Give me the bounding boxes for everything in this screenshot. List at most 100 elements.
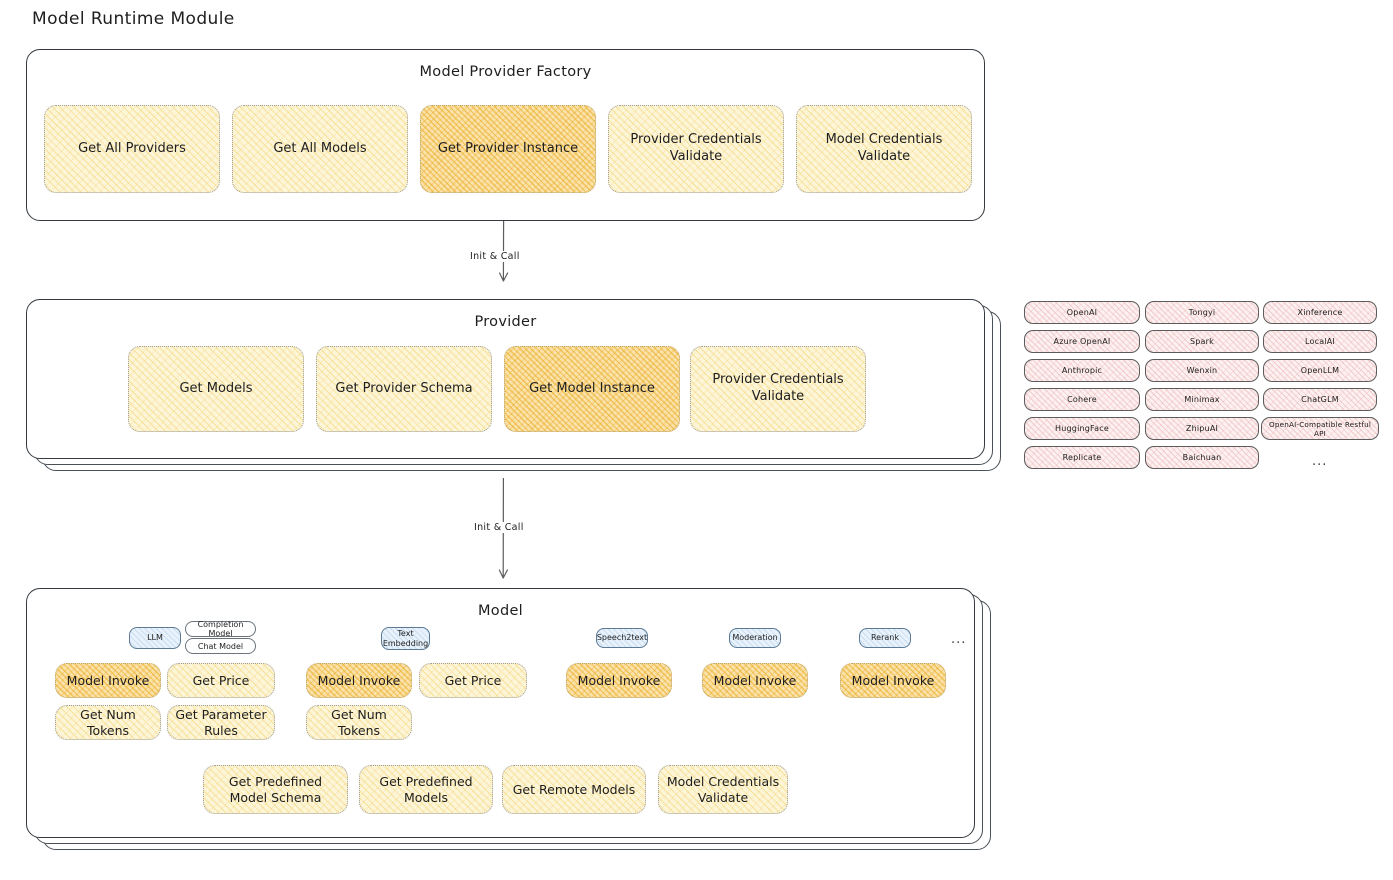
provider-chip-openai[interactable]: OpenAI (1024, 301, 1140, 324)
model-common-method-get-predefined-model-schema[interactable]: Get Predefined Model Schema (203, 765, 348, 814)
model-subtag-label: Completion Model (197, 620, 244, 638)
factory-method-label: Get Provider Instance (437, 140, 579, 156)
factory-method-label: Get All Providers (78, 140, 186, 156)
method-label: Get Price (444, 672, 502, 688)
provider-chip-wenxin[interactable]: Wenxin (1145, 359, 1259, 382)
factory-method-model-credentials-validate[interactable]: Model Credentials Validate (796, 105, 972, 193)
provider-method-get-model-instance[interactable]: Get Model Instance (504, 346, 680, 432)
model-types-more-ellipsis: ... (951, 632, 967, 647)
method-label: Model Invoke (713, 672, 797, 688)
provider-chip-zhipuai[interactable]: ZhipuAI (1145, 417, 1259, 440)
provider-method-get-models[interactable]: Get Models (128, 346, 304, 432)
model-type-tag-label: LLM (147, 633, 163, 643)
provider-chip-label: Spark (1190, 337, 1214, 346)
model-type-tag-label: Moderation (732, 633, 778, 643)
llm-method-get-num-tokens[interactable]: Get Num Tokens (55, 705, 161, 740)
model-type-tag-llm[interactable]: LLM (129, 627, 181, 649)
factory-method-provider-credentials-validate[interactable]: Provider Credentials Validate (608, 105, 784, 193)
provider-chip-label: OpenAI-Compatible Restful API (1268, 419, 1372, 438)
provider-chip-localai[interactable]: LocalAI (1263, 330, 1377, 353)
provider-chip-label: LocalAI (1305, 337, 1335, 346)
model-panel-title: Model (477, 603, 524, 619)
provider-chip-xinference[interactable]: Xinference (1263, 301, 1377, 324)
text-embedding-method-model-invoke[interactable]: Model Invoke (306, 663, 412, 698)
text-embedding-method-get-num-tokens[interactable]: Get Num Tokens (306, 705, 412, 740)
provider-chip-label: Xinference (1297, 308, 1343, 317)
method-label: Model Invoke (317, 672, 401, 688)
model-type-tag-label: Text Embedding (382, 629, 429, 648)
provider-method-label: Provider Credentials Validate (712, 372, 844, 404)
provider-chip-openai-compatible-restful-api[interactable]: OpenAI-Compatible Restful API (1261, 417, 1379, 440)
provider-list-more-ellipsis: ... (1312, 454, 1328, 469)
provider-chip-minimax[interactable]: Minimax (1145, 388, 1259, 411)
model-type-tag-moderation[interactable]: Moderation (729, 628, 781, 648)
provider-chip-label: HuggingFace (1055, 424, 1109, 433)
llm-method-get-parameter-rules[interactable]: Get Parameter Rules (167, 705, 275, 740)
method-label: Model Invoke (66, 672, 150, 688)
method-label: Get Predefined Models (379, 773, 473, 805)
model-type-tag-text-embedding[interactable]: Text Embedding (381, 627, 430, 650)
provider-method-label: Get Provider Schema (335, 380, 473, 396)
provider-chip-anthropic[interactable]: Anthropic (1024, 359, 1140, 382)
model-common-method-get-remote-models[interactable]: Get Remote Models (502, 765, 646, 814)
moderation-method-model-invoke[interactable]: Model Invoke (702, 663, 808, 698)
provider-chip-label: Minimax (1184, 395, 1220, 404)
model-type-tag-label: Rerank (870, 633, 899, 643)
provider-chip-cohere[interactable]: Cohere (1024, 388, 1140, 411)
model-common-method-get-predefined-models[interactable]: Get Predefined Models (359, 765, 493, 814)
method-label: Get Price (192, 672, 250, 688)
provider-chip-baichuan[interactable]: Baichuan (1145, 446, 1259, 469)
method-label: Model Credentials Validate (666, 773, 780, 805)
factory-method-get-all-models[interactable]: Get All Models (232, 105, 408, 193)
factory-method-get-provider-instance[interactable]: Get Provider Instance (420, 105, 596, 193)
method-label: Model Invoke (851, 672, 935, 688)
arrow-label: Init & Call (471, 522, 527, 533)
speech2text-method-model-invoke[interactable]: Model Invoke (566, 663, 672, 698)
model-type-tag-label: Speech2text (596, 633, 648, 643)
text-embedding-method-get-price[interactable]: Get Price (419, 663, 527, 698)
rerank-method-model-invoke[interactable]: Model Invoke (840, 663, 946, 698)
method-label: Get Num Tokens (80, 706, 136, 738)
model-common-method-model-credentials-validate[interactable]: Model Credentials Validate (658, 765, 788, 814)
method-label: Get Num Tokens (331, 706, 387, 738)
model-type-tag-rerank[interactable]: Rerank (859, 628, 911, 648)
provider-chip-chatglm[interactable]: ChatGLM (1263, 388, 1377, 411)
provider-chip-label: Anthropic (1061, 366, 1103, 375)
provider-method-provider-credentials-validate[interactable]: Provider Credentials Validate (690, 346, 866, 432)
model-type-tag-speech2text[interactable]: Speech2text (596, 628, 648, 648)
method-label: Get Predefined Model Schema (228, 773, 323, 805)
provider-chip-label: ZhipuAI (1185, 424, 1219, 433)
model-subtag-completion-model[interactable]: Completion Model (185, 620, 256, 638)
provider-chip-label: Azure OpenAI (1053, 337, 1111, 346)
arrow-label: Init & Call (467, 251, 523, 262)
model-subtag-label: Chat Model (197, 641, 244, 651)
provider-chip-azure-openai[interactable]: Azure OpenAI (1024, 330, 1140, 353)
page-title: Model Runtime Module (32, 9, 235, 29)
method-label: Get Remote Models (512, 781, 636, 797)
provider-method-label: Get Models (179, 380, 253, 396)
llm-method-model-invoke[interactable]: Model Invoke (55, 663, 161, 698)
method-label: Model Invoke (577, 672, 661, 688)
provider-chip-label: Tongyi (1188, 308, 1216, 317)
provider-chip-spark[interactable]: Spark (1145, 330, 1259, 353)
provider-chip-tongyi[interactable]: Tongyi (1145, 301, 1259, 324)
provider-chip-label: Replicate (1062, 453, 1102, 462)
llm-method-get-price[interactable]: Get Price (167, 663, 275, 698)
factory-method-label: Provider Credentials Validate (630, 132, 762, 164)
provider-method-get-provider-schema[interactable]: Get Provider Schema (316, 346, 492, 432)
factory-method-label: Model Credentials Validate (825, 132, 943, 164)
provider-chip-label: OpenAI (1066, 308, 1098, 317)
method-label: Get Parameter Rules (175, 706, 267, 738)
factory-method-label: Get All Models (273, 140, 367, 156)
factory-method-get-all-providers[interactable]: Get All Providers (44, 105, 220, 193)
provider-chip-label: ChatGLM (1301, 395, 1339, 404)
arrow-provider-to-model: Init & Call (471, 477, 543, 588)
provider-chip-huggingface[interactable]: HuggingFace (1024, 417, 1140, 440)
provider-chip-label: Baichuan (1182, 453, 1222, 462)
model-subtag-chat-model[interactable]: Chat Model (185, 638, 256, 654)
provider-chip-label: Wenxin (1186, 366, 1218, 375)
provider-chip-openllm[interactable]: OpenLLM (1263, 359, 1377, 382)
provider-chip-replicate[interactable]: Replicate (1024, 446, 1140, 469)
provider-chip-label: OpenLLM (1300, 366, 1340, 375)
provider-method-label: Get Model Instance (529, 380, 655, 396)
